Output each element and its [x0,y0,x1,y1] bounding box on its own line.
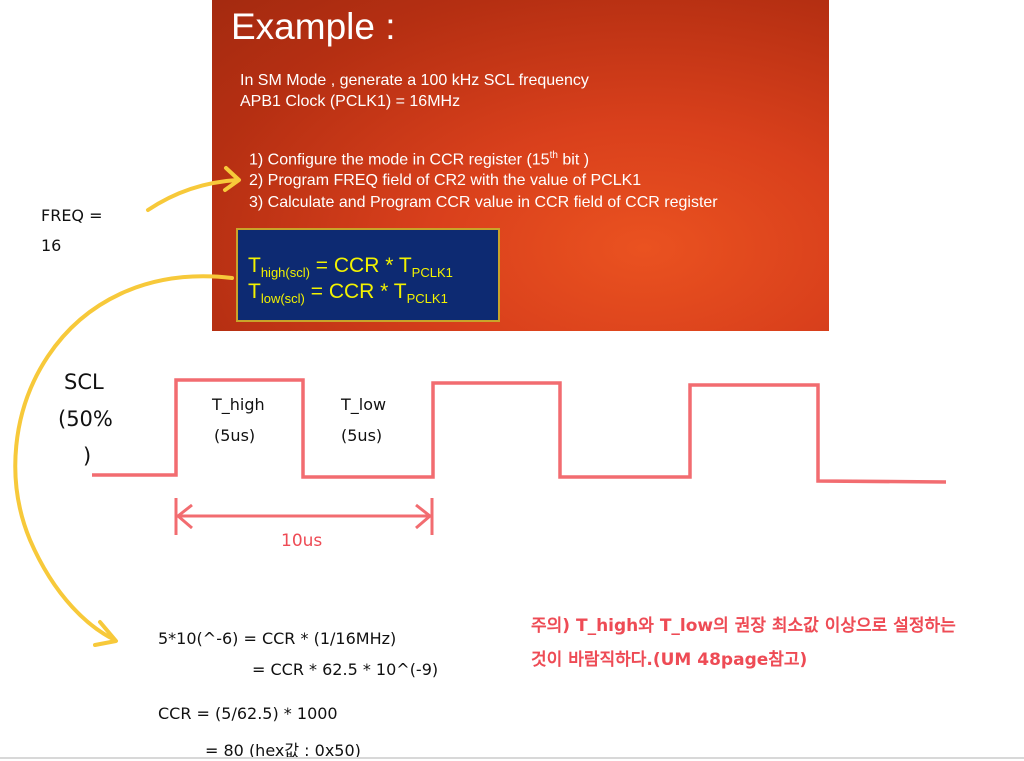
step-2: 2) Program FREQ field of CR2 with the va… [249,172,642,189]
freq-arrow-head [223,166,241,192]
warning-line2: 것이 바람직하다.(UM 48page참고) [531,650,808,670]
bottom-divider [0,757,1024,759]
formula-arrow-curve [13,274,234,642]
slide-line-mode: In SM Mode , generate a 100 kHz SCL freq… [240,72,589,89]
period-arrowhead-right [415,503,432,530]
t-low-value: (5us) [341,426,383,445]
scl-waveform [92,378,947,484]
scl-label-line3: ) [83,444,92,468]
slide-line-clock: APB1 Clock (PCLK1) = 16MHz [240,93,461,110]
formula-t-high: Thigh(scl) = CCR * TPCLK1 [248,254,453,281]
formula-arrow-head [93,620,118,647]
formula-box: Thigh(scl) = CCR * TPCLK1 Tlow(scl) = CC… [236,228,500,322]
calc-line1: 5*10(^-6) = CCR * (1/16MHz) [158,629,397,648]
freq-arrow-curve [146,178,239,212]
scl-label-line1: SCL [64,370,104,394]
t-low-label: T_low [341,395,387,414]
step-1: 1) Configure the mode in CCR register (1… [249,150,590,169]
t-high-label: T_high [212,395,265,414]
freq-note-line2: 16 [41,236,62,255]
example-slide: Example : In SM Mode , generate a 100 kH… [212,0,829,331]
period-label: 10us [281,531,323,551]
calc-line3: CCR = (5/62.5) * 1000 [158,704,338,723]
warning-line1: 주의) T_high와 T_low의 권장 최소값 이상으로 설정하는 [531,616,956,636]
t-high-value: (5us) [214,426,256,445]
step-3: 3) Calculate and Program CCR value in CC… [249,194,718,211]
freq-note-line1: FREQ = [41,206,103,225]
scl-label-line2: (50% [58,407,113,431]
formula-t-low: Tlow(scl) = CCR * TPCLK1 [248,280,448,307]
calc-line4: = 80 (hex값 : 0x50) [205,741,361,760]
calc-line2: = CCR * 62.5 * 10^(-9) [252,660,439,679]
slide-title: Example : [231,6,396,47]
period-arrowhead-left [176,503,193,530]
